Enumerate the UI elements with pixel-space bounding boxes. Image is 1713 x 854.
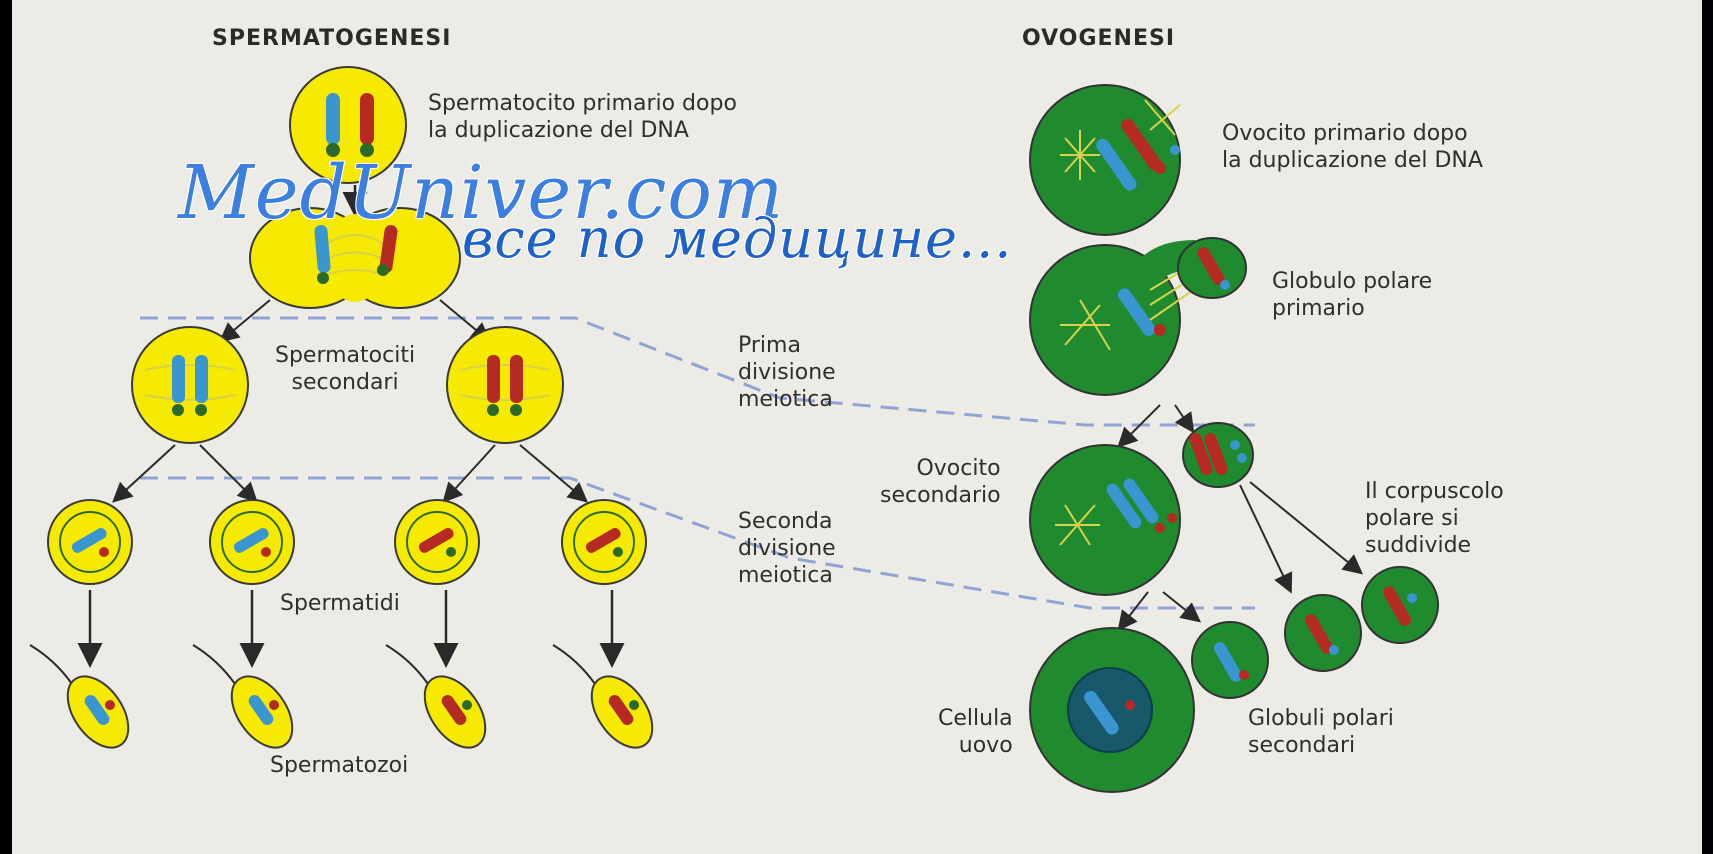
label-spermatidi: Spermatidi [280,591,400,616]
dividing-spermatocyte [249,207,461,309]
label-cellula-uovo: Cellula uovo [938,706,1013,758]
spermatozoon-2 [192,644,294,749]
spermatid-2 [209,499,295,585]
label-spermatocito-primario: Spermatocito primario dopo la duplicazio… [428,91,737,143]
label-corpuscolo-polare: Il corpuscolo polare si suddivide [1365,479,1504,558]
watermark-site-name: MedUniver.com [178,150,785,236]
spermatid-3 [394,499,480,585]
first-division-line [140,316,1255,427]
spermatozoon-3 [385,644,487,749]
second-division-line [140,476,1255,610]
label-globuli-polari-secondari: Globuli polari secondari [1248,706,1394,758]
secondary-polar-body-1 [1191,621,1269,699]
oogenesis-heading: OVOGENESI [1022,26,1176,51]
label-ovocito-primario: Ovocito primario dopo la duplicazione de… [1222,121,1483,173]
watermark-tagline: все по медицине... [462,207,1013,270]
spermatid-1 [47,499,133,585]
secondary-spermatocyte-2 [446,326,564,444]
label-ovocito-secondario: Ovocito secondario [880,456,1001,508]
label-globulo-polare-primario: Globulo polare primario [1272,269,1433,321]
secondary-polar-body-3 [1361,566,1439,644]
spermatozoon-4 [552,644,654,749]
spermatozoon-1 [29,644,130,749]
secondary-spermatocyte-1 [131,326,249,444]
primary-oocyte [1029,84,1181,236]
primary-polar-body [1177,237,1247,299]
label-spermatociti-secondari: Spermatociti secondari [275,343,416,395]
label-spermatozoi: Spermatozoi [270,753,409,778]
egg-cell [1029,627,1195,793]
secondary-polar-body-2 [1284,594,1362,672]
primary-spermatocyte [289,66,407,184]
label-prima-divisione: Prima divisione meiotica [738,333,836,412]
polar-body-dividing [1182,422,1254,488]
secondary-oocyte [1029,444,1181,596]
label-seconda-divisione: Seconda divisione meiotica [738,509,836,588]
spermatid-4 [561,499,647,585]
dividing-oocyte [1029,240,1206,396]
spermatogenesis-heading: SPERMATOGENESI [212,26,452,51]
